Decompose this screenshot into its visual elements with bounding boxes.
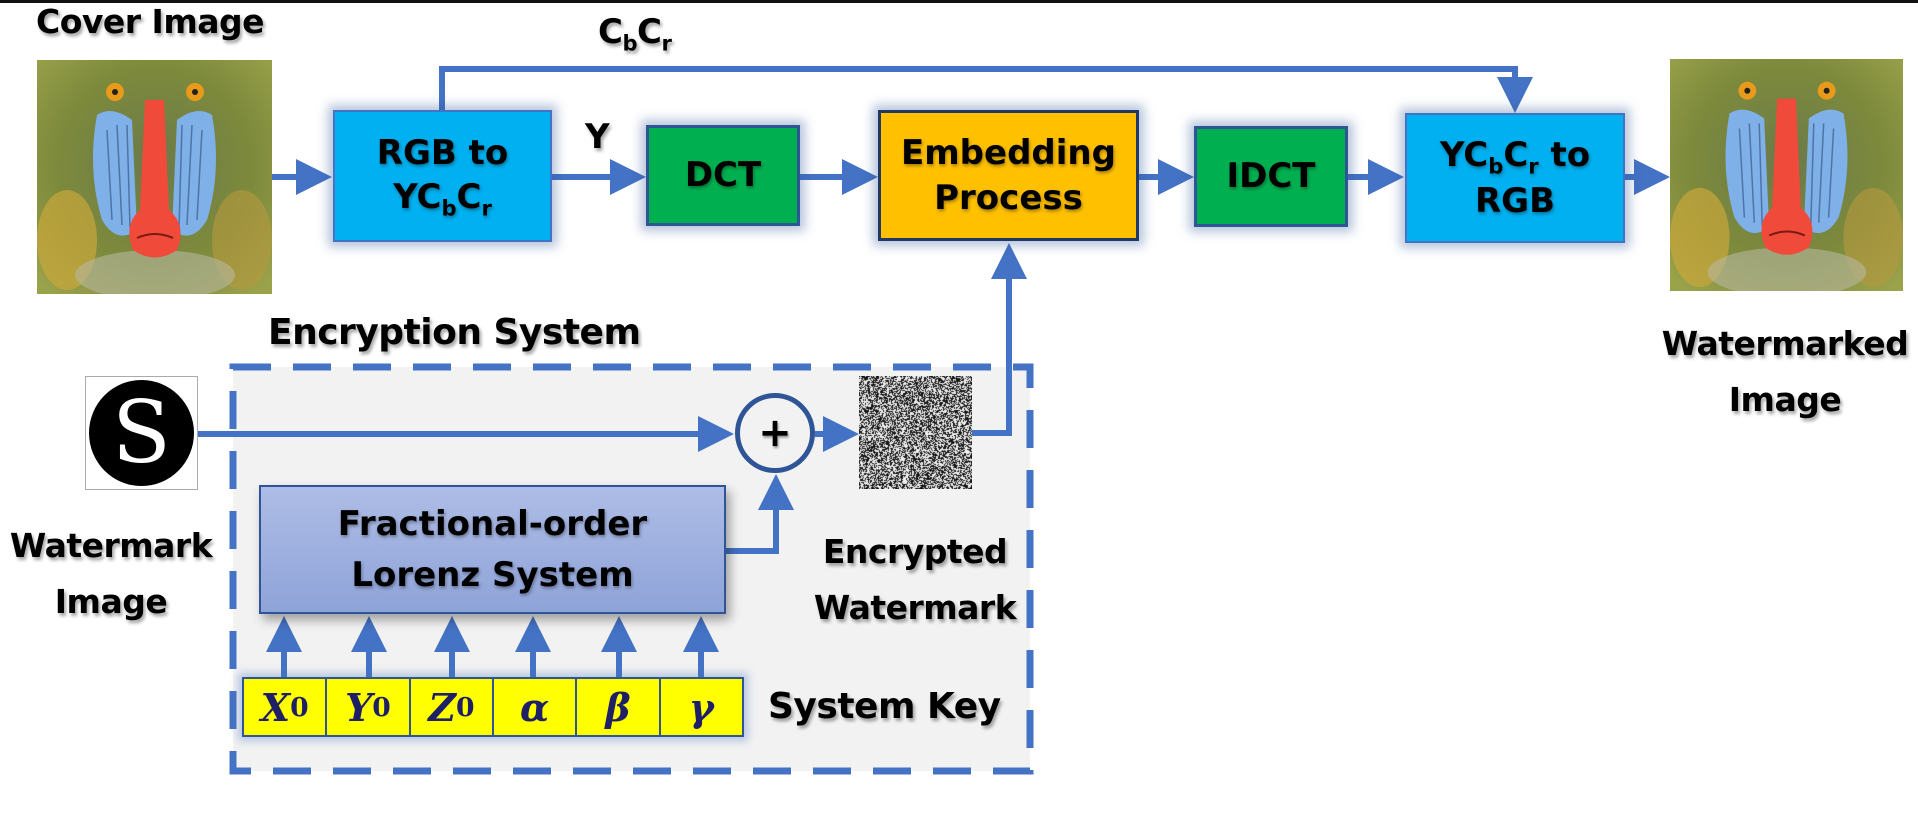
watermark-logo-icon: S <box>89 380 194 486</box>
text-yc: YC <box>393 176 442 217</box>
system-key-label: System Key <box>768 686 1001 727</box>
key-base: β <box>605 684 631 730</box>
ycbcr-to-rgb-line2: RGB <box>1474 181 1555 222</box>
lorenz-line2: Lorenz System <box>351 554 634 595</box>
key-base: γ <box>688 684 714 730</box>
text-sub-b: b <box>441 195 457 221</box>
watermark-image-label: Watermark Image <box>0 518 222 630</box>
cbcr-channel-label: CbCr <box>598 12 672 56</box>
ycbcr-to-rgb-block: YCbCr to RGB <box>1405 113 1625 243</box>
watermark-image-label-line1: Watermark <box>9 526 213 565</box>
rgb-to-ycbcr-line2: YCbCr <box>377 175 508 222</box>
embedding-line1: Embedding <box>901 133 1116 174</box>
arrow-cbcr-bypass <box>439 66 1533 113</box>
watermarked-image-label-line1: Watermarked <box>1661 324 1909 363</box>
key-sub: 0 <box>372 691 391 723</box>
watermark-image: S <box>85 376 198 490</box>
ycbcr-to-rgb-line1: YCbCr to <box>1440 133 1590 180</box>
encryption-system-label: Encryption System <box>268 312 641 353</box>
cbcr-c1: C <box>598 12 623 52</box>
embedding-line2: Process <box>934 177 1083 218</box>
key-base: Y <box>345 684 373 730</box>
dct-label: DCT <box>684 155 762 196</box>
text-sub-r: r <box>481 195 492 221</box>
dct-block: DCT <box>646 125 800 226</box>
watermarked-image-label: Watermarked Image <box>1640 316 1918 428</box>
key-base: α <box>520 684 550 730</box>
watermarked-image-label-line2: Image <box>1728 380 1842 419</box>
text-c: C <box>456 176 482 217</box>
key-cell-alpha: α <box>494 679 578 735</box>
text-sub-b: b <box>1488 152 1504 178</box>
text-sub-r: r <box>1528 152 1539 178</box>
encrypted-watermark-image <box>859 376 972 489</box>
cbcr-sub-r: r <box>661 30 672 56</box>
xor-operator: + <box>735 393 815 473</box>
watermark-glyph: S <box>112 383 171 483</box>
y-channel-label: Y <box>585 117 610 157</box>
cbcr-sub-b: b <box>622 30 638 56</box>
lorenz-line1: Fractional-order <box>337 503 648 544</box>
idct-block: IDCT <box>1194 126 1348 227</box>
cbcr-c2: C <box>637 12 662 52</box>
arrow-lorenz-to-xor <box>726 474 794 554</box>
text-yc: YC <box>1439 134 1489 175</box>
key-base: Z <box>428 684 456 730</box>
embedding-process-block: Embedding Process <box>878 110 1139 241</box>
arrow-encrypted-to-embedding <box>972 243 1027 436</box>
rgb-to-ycbcr-line1: RGB to <box>376 132 509 173</box>
noise-pattern-icon <box>859 376 972 489</box>
key-cell-beta: β <box>577 679 661 735</box>
encrypted-watermark-label-line1: Encrypted <box>822 532 1008 571</box>
key-cell-gamma: γ <box>661 679 742 735</box>
idct-label: IDCT <box>1226 156 1316 197</box>
plus-icon: + <box>758 410 792 456</box>
key-base: X <box>260 684 291 730</box>
key-sub: 0 <box>455 691 475 723</box>
text-to: to <box>1538 134 1591 175</box>
mandrill-image-icon <box>1670 59 1903 291</box>
rgb-to-ycbcr-block: RGB to YCbCr <box>333 110 552 242</box>
watermark-image-label-line2: Image <box>54 582 168 621</box>
cover-image-label: Cover Image <box>36 2 264 41</box>
mandrill-image-icon <box>37 60 272 294</box>
key-sub: 0 <box>290 691 309 723</box>
encrypted-watermark-label-line2: Watermark <box>813 588 1017 627</box>
encrypted-watermark-label: Encrypted Watermark <box>806 524 1024 636</box>
lorenz-system-block: Fractional-order Lorenz System <box>259 485 726 614</box>
top-border <box>0 0 1918 3</box>
cover-image <box>37 60 272 294</box>
text-c: C <box>1503 134 1529 175</box>
watermarked-image <box>1670 59 1903 291</box>
